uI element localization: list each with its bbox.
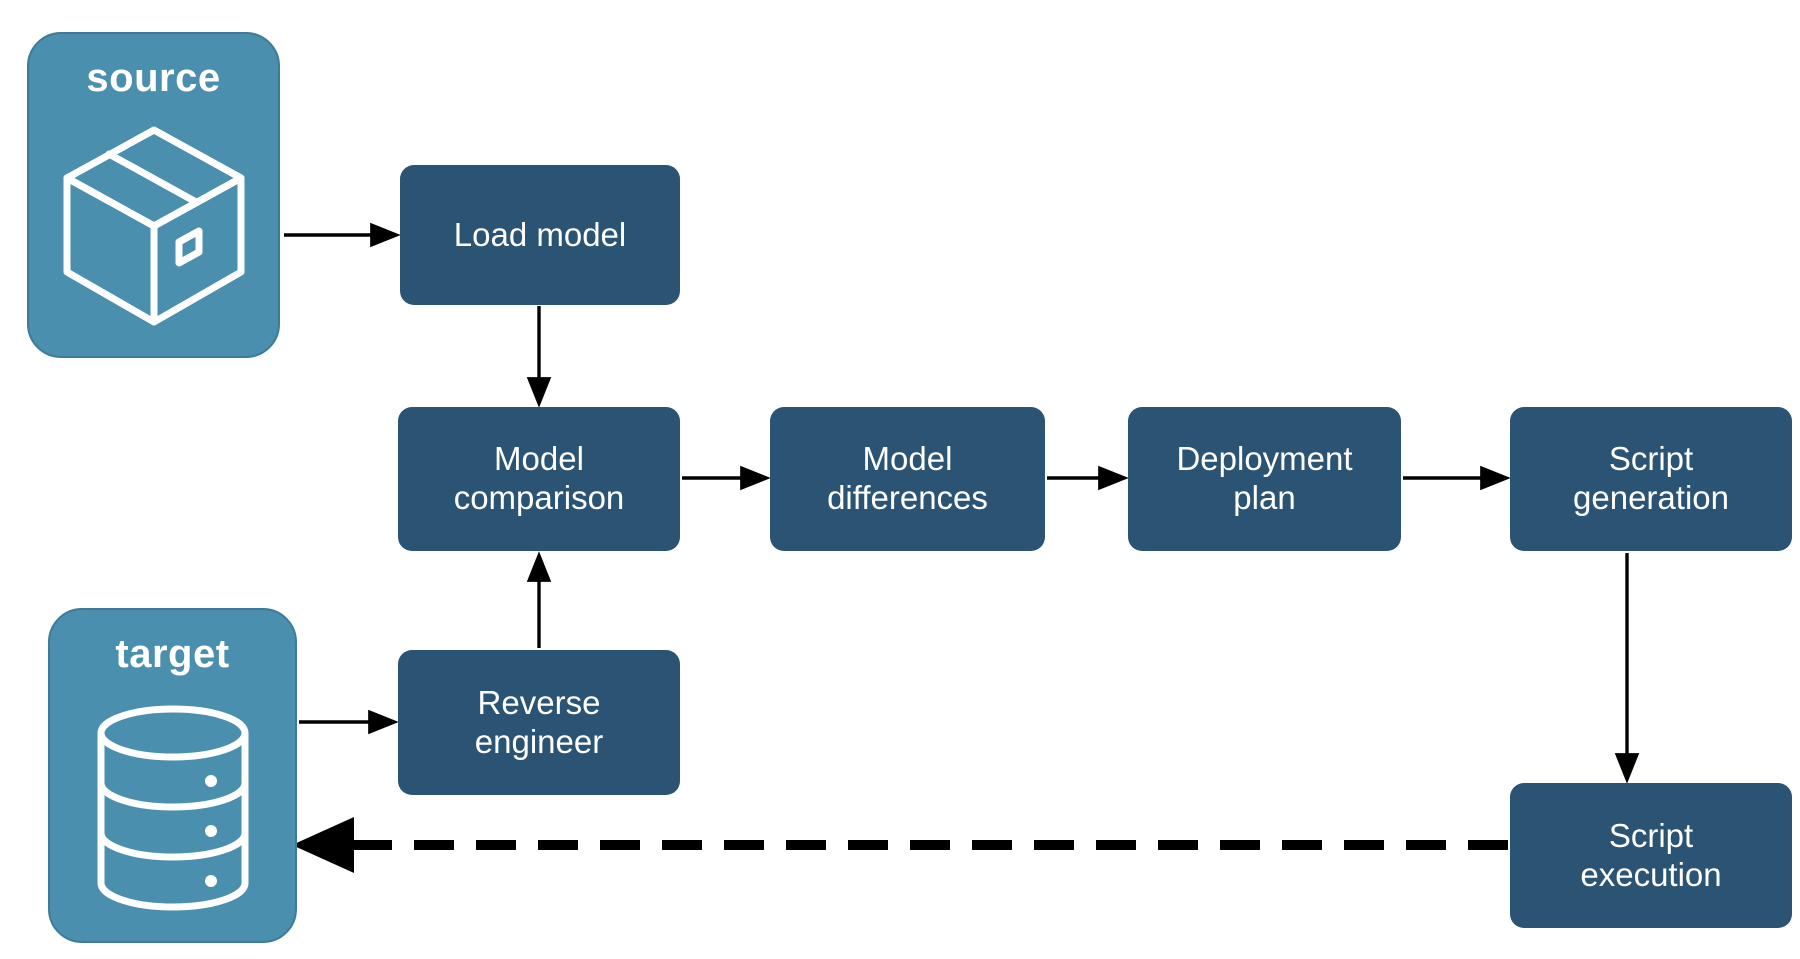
process-script-execution-line-2: execution [1580,855,1722,893]
endpoint-source[interactable]: source [27,32,280,358]
process-reverse-engineer[interactable]: Reverse engineer [398,650,680,795]
process-model-differences[interactable]: Model differences [770,407,1045,551]
endpoint-target-label: target [115,632,230,676]
process-reverse-engineer-line-2: engineer [474,722,604,760]
process-script-generation-line-1: Script [1608,440,1694,478]
process-deployment-plan-line-2: plan [1233,479,1296,516]
endpoint-source-label: source [86,56,221,100]
process-deployment-plan[interactable]: Deployment plan [1128,407,1401,551]
process-reverse-engineer-line-1: Reverse [477,683,601,721]
process-script-execution[interactable]: Script execution [1510,783,1792,928]
process-model-differences-line-2: differences [827,479,988,516]
endpoint-target[interactable]: target [48,608,297,943]
process-model-comparison-line-1: Model [494,440,584,478]
process-load-model[interactable]: Load model [400,165,680,305]
process-model-comparison[interactable]: Model comparison [398,407,680,551]
process-model-comparison-line-2: comparison [453,479,625,516]
process-script-generation-line-2: generation [1573,479,1729,516]
process-load-model-line-1: Load model [453,215,627,253]
process-model-differences-line-1: Model [862,440,953,478]
process-script-generation[interactable]: Script generation [1510,407,1792,551]
process-deployment-plan-line-1: Deployment [1176,440,1353,478]
database-cylinder-icon [50,674,295,941]
process-script-execution-line-1: Script [1608,816,1694,854]
package-box-icon [29,98,278,356]
